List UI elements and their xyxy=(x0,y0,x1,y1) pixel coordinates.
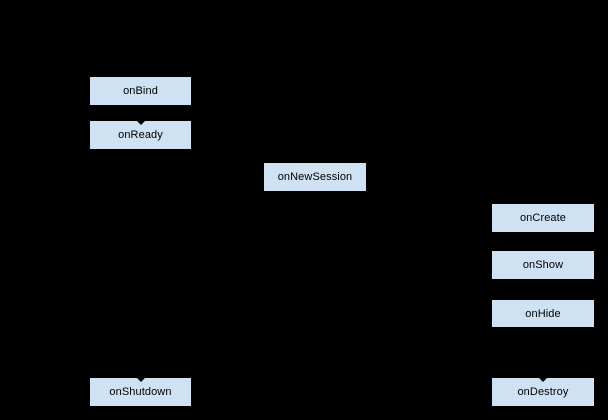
node-oncreate-label: onCreate xyxy=(519,212,567,224)
node-ondestroy: onDestroy xyxy=(491,377,595,407)
node-ondestroy-label: onDestroy xyxy=(517,386,569,398)
node-onhide-label: onHide xyxy=(525,307,561,320)
node-onshow-label: onShow xyxy=(522,259,564,271)
node-onready-label: onReady xyxy=(118,129,163,141)
node-onshutdown: onShutdown xyxy=(89,377,192,407)
arrowhead-icon xyxy=(136,121,145,125)
node-onnewsession-label: onNewSession xyxy=(277,171,353,183)
node-oncreate: onCreate xyxy=(491,203,595,233)
node-onready: onReady xyxy=(89,120,192,150)
node-onbind: onBind xyxy=(89,76,192,106)
node-onnewsession: onNewSession xyxy=(263,162,367,192)
node-onbind-label: onBind xyxy=(123,85,158,97)
node-onshutdown-label: onShutdown xyxy=(109,386,172,398)
arrowhead-icon xyxy=(136,378,145,382)
node-onshow: onShow xyxy=(491,250,595,280)
node-onhide: onHide xyxy=(491,299,595,328)
arrowhead-icon xyxy=(539,378,547,382)
